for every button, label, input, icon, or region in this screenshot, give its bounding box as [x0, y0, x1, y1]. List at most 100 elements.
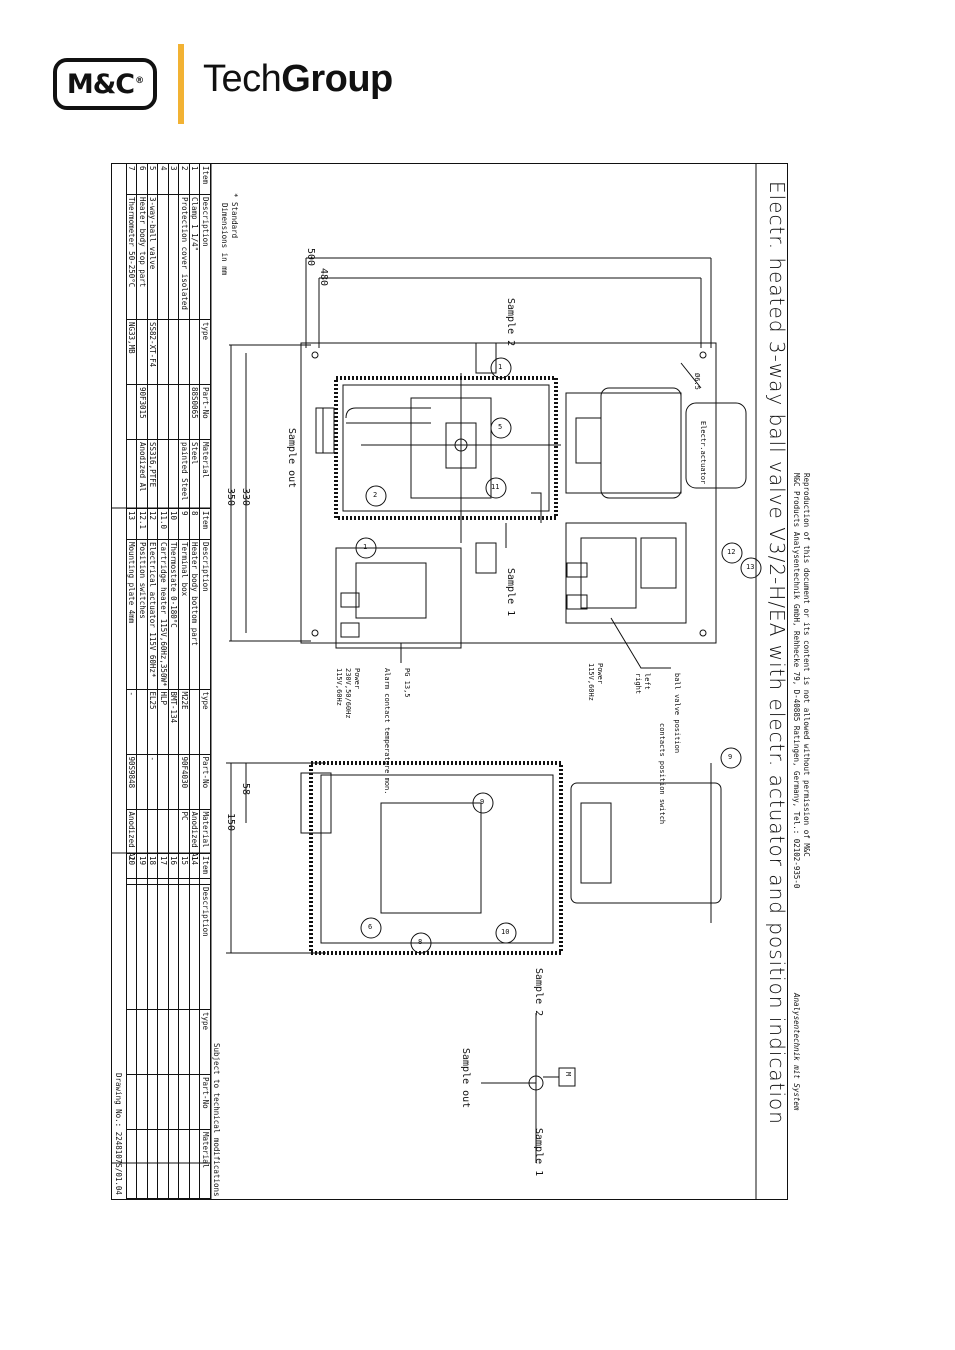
- drawing-lines: [111, 163, 788, 1200]
- table-cell: [126, 1129, 137, 1199]
- table-cell: 13: [126, 508, 137, 540]
- balloon-12: 12: [727, 548, 736, 556]
- label-right: right: [634, 673, 642, 695]
- company-tagline: Analysentechnik mit System: [792, 993, 801, 1111]
- table-cell: [189, 1074, 200, 1130]
- table-header-cell: Part-No: [200, 1074, 211, 1130]
- side-protection-cover: [309, 761, 563, 955]
- table-header-cell: Description: [200, 194, 211, 320]
- sheet-border: [111, 163, 788, 1200]
- table-cell: Heater body top part: [137, 194, 148, 320]
- balloon-9b: 9: [480, 798, 485, 806]
- techgroup-logo: TechGroup: [203, 58, 393, 101]
- table-cell: 14: [189, 853, 200, 885]
- terminal-box-top: [565, 522, 687, 624]
- table-row: 18: [147, 853, 158, 1199]
- table-cell: 12.1: [137, 508, 148, 540]
- table-cell: [168, 319, 179, 385]
- balloon-2: 2: [373, 491, 378, 499]
- table-header-cell: Part-No: [200, 754, 211, 809]
- label-left: left: [643, 673, 651, 690]
- table-cell: 4: [158, 163, 169, 195]
- schematic-sample1: Sample 1: [533, 1128, 544, 1177]
- table-cell: [168, 1009, 179, 1075]
- table-cell: 12: [147, 508, 158, 540]
- dim-58: 58: [240, 783, 251, 796]
- copyright-line1: Reproduction of this document or its con…: [802, 473, 811, 857]
- table-cell: [147, 884, 158, 1010]
- table-cell: [137, 1129, 148, 1199]
- table-header-cell: Item: [200, 163, 211, 195]
- table-cell: [168, 754, 179, 809]
- logo-divider: [178, 44, 184, 124]
- label-pg: PG 13,5: [403, 668, 411, 698]
- logo-tech-text: Tech: [203, 58, 282, 100]
- label-sample-out: Sample out: [286, 428, 297, 489]
- label-actuator: Electr.actuator: [699, 421, 707, 485]
- clamp-sample-out: [315, 407, 335, 454]
- table-row: 20: [126, 853, 137, 1199]
- table-cell: Electrical actuator 115V 60Hz*: [147, 539, 158, 689]
- table-cell: 8: [189, 508, 200, 540]
- table-cell: [137, 1074, 148, 1130]
- table-cell: painted Steel: [179, 439, 190, 509]
- schematic-sample2: Sample 2: [533, 968, 544, 1017]
- table-cell: [179, 1129, 190, 1199]
- table-cell: 3-way-ball valve: [147, 194, 158, 320]
- label-ball-valve-position: ball valve position: [673, 673, 681, 754]
- table-cell: [126, 884, 137, 1010]
- table-cell: Clamp 1 1/4": [189, 194, 200, 320]
- table-cell: Position switches: [137, 539, 148, 689]
- label-power-bottom-spec2: 115V,60Hz: [335, 668, 343, 706]
- table-row: 17: [158, 853, 169, 1199]
- balloon-10: 10: [501, 928, 510, 936]
- table-cell: [158, 194, 169, 320]
- balloon-13: 13: [746, 563, 755, 571]
- dim-350: 350: [225, 488, 236, 507]
- table-cell: [147, 1129, 158, 1199]
- table-cell: [126, 1074, 137, 1130]
- table-cell: 10: [168, 508, 179, 540]
- table-cell: [168, 384, 179, 440]
- mount-hole: [311, 351, 319, 359]
- copyright-line2: M&C Products Analysentechnik GmbH, Rehhe…: [792, 473, 801, 889]
- table-cell: [179, 1074, 190, 1130]
- table-cell: [126, 439, 137, 509]
- table-cell: 19: [137, 853, 148, 885]
- dim-480: 480: [318, 268, 329, 287]
- table-header-cell: type: [200, 1009, 211, 1075]
- side-heater-body: [380, 802, 482, 914]
- table-cell: 20: [126, 853, 137, 885]
- table-row: 14: [189, 853, 200, 1199]
- table-row: 16: [168, 853, 179, 1199]
- balloon-9: 9: [728, 753, 733, 761]
- table-cell: [168, 884, 179, 1010]
- dimensions-note: Dimensions in mm: [220, 203, 229, 276]
- table-cell: 3: [168, 163, 179, 195]
- table-cell: [179, 884, 190, 1010]
- table-cell: [158, 439, 169, 509]
- table-header-cell: Material: [200, 1129, 211, 1199]
- mounting-plate: [300, 342, 717, 644]
- table-cell: [158, 884, 169, 1010]
- table-row: 4: [158, 163, 169, 509]
- protection-cover: [334, 376, 558, 520]
- table-cell: [168, 439, 179, 509]
- table-cell: Thermostate 0-180°C: [168, 539, 179, 689]
- table-header-cell: type: [200, 319, 211, 385]
- table-cell: Terminal box: [179, 539, 190, 689]
- logo-group-text: Group: [281, 58, 393, 100]
- table-header-cell: Description: [200, 884, 211, 1010]
- actuator-mount: [565, 392, 682, 494]
- dim-150: 150: [225, 813, 236, 832]
- table-cell: 1: [189, 163, 200, 195]
- mount-hole: [311, 629, 319, 637]
